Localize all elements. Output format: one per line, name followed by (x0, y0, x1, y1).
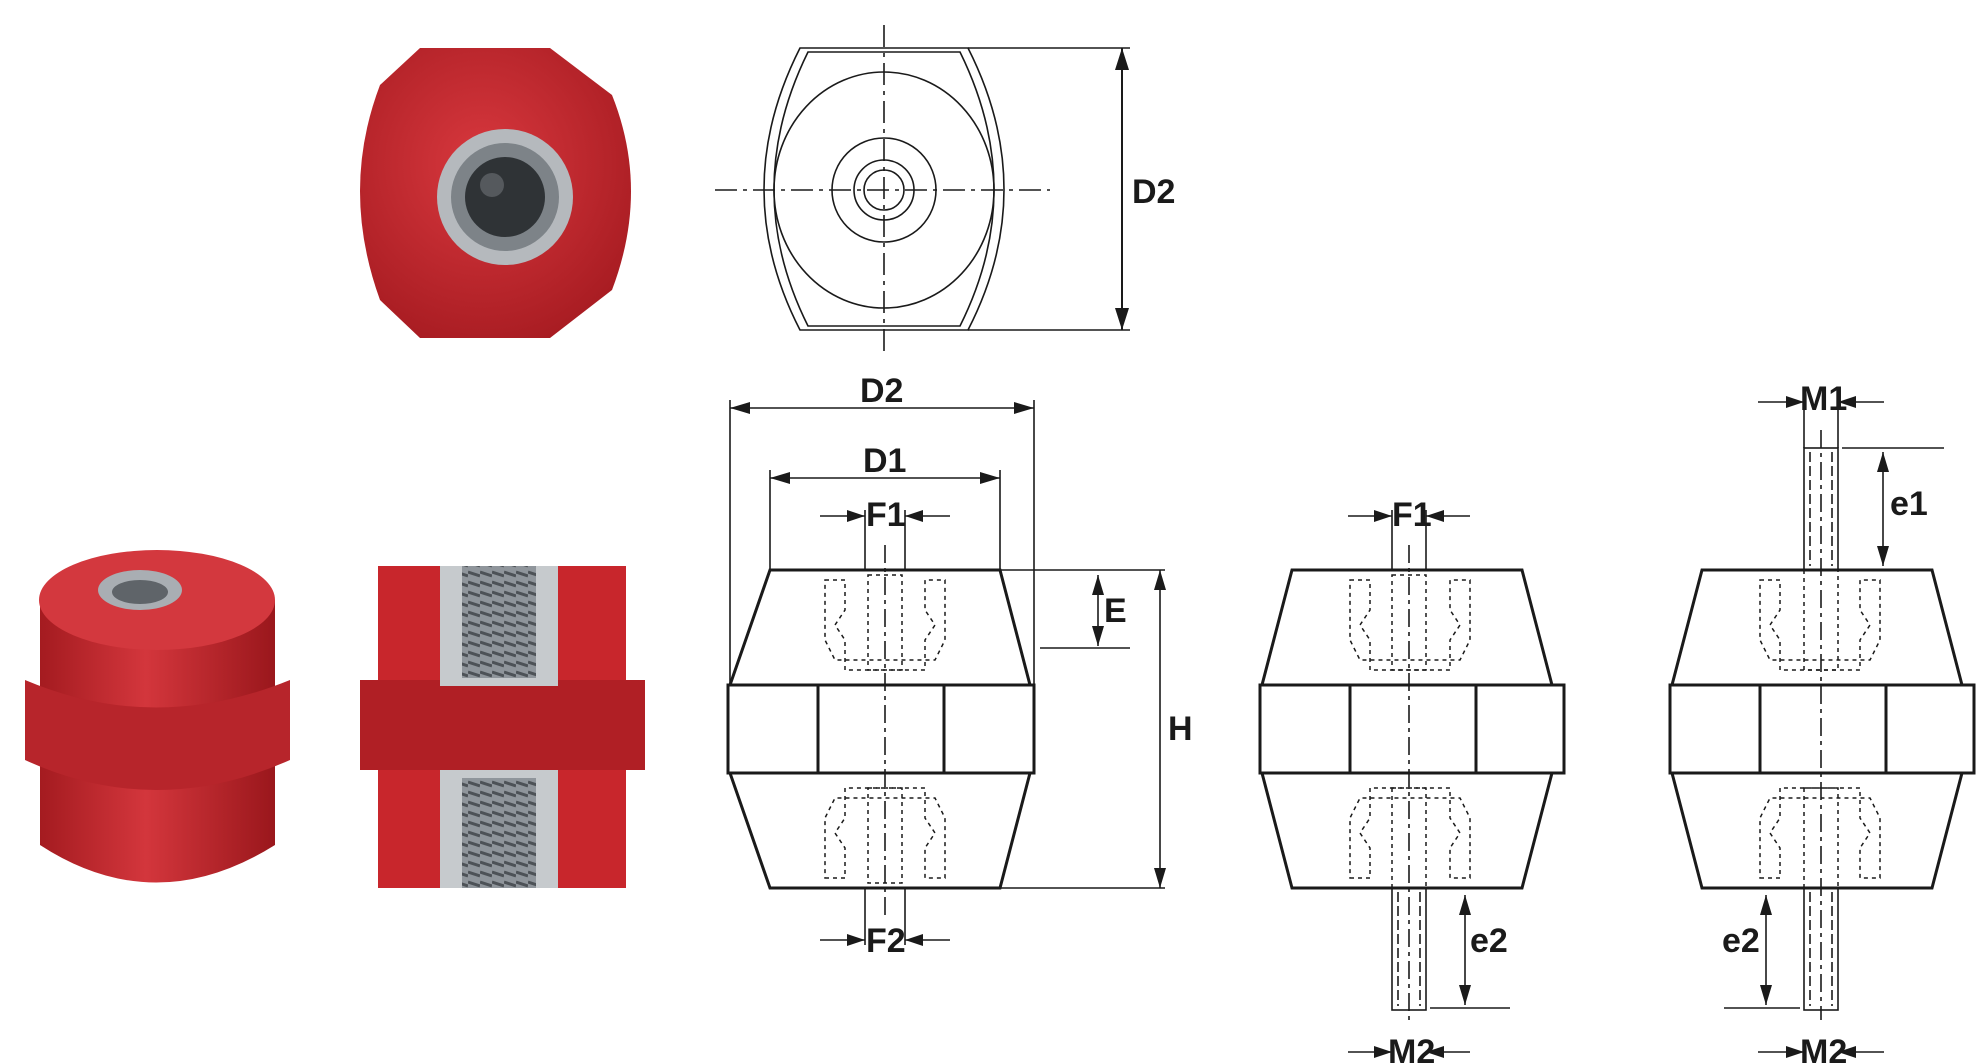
label-right-e2: e2 (1722, 922, 1760, 960)
label-mid-f1: F1 (1392, 496, 1432, 534)
label-front-f2: F2 (866, 922, 906, 960)
label-front-e: E (1104, 592, 1127, 630)
label-mid-m2: M2 (1388, 1033, 1435, 1064)
label-right-m2: M2 (1800, 1033, 1847, 1064)
drawing-stud-bottom-view (1258, 568, 1566, 890)
double-stud-bolts (1724, 390, 1944, 1058)
drawing-front-view (726, 568, 1036, 890)
drawing-top-view (715, 25, 1130, 355)
front-view-dimension-lines (729, 400, 1166, 946)
label-front-d2: D2 (860, 372, 903, 410)
drawing-double-stud-view (1668, 568, 1976, 890)
label-top-view-d2: D2 (1132, 173, 1175, 211)
photo-top-view (360, 48, 631, 338)
photo-cutaway-view (360, 566, 645, 888)
label-front-d1: D1 (863, 442, 906, 480)
label-front-f1: F1 (866, 496, 906, 534)
stud-bottom-hidden-lines (1349, 574, 1471, 889)
label-mid-e2: e2 (1470, 922, 1508, 960)
label-right-e1: e1 (1890, 485, 1928, 523)
label-right-m1: M1 (1800, 380, 1847, 418)
double-stud-hidden-lines (1759, 569, 1881, 889)
label-front-h: H (1168, 710, 1193, 748)
photo-perspective-view (25, 550, 290, 883)
stud-bottom-bolt (1348, 510, 1510, 1058)
